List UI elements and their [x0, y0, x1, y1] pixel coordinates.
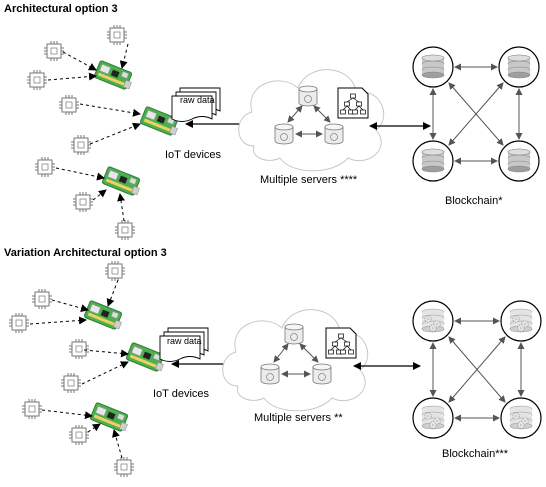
option1-sensor-link-7: [92, 189, 107, 201]
option1-sensor-chip-8-icon: [115, 220, 135, 240]
option1-iot-label: IoT devices: [165, 149, 222, 161]
option2-sensor-chip-5-icon: [69, 339, 89, 359]
option2-sensor-chip-2-icon: [32, 289, 52, 309]
option2-server-1-database-icon: [284, 323, 304, 345]
option2-server-link-2: [299, 343, 319, 363]
option2-blockchain-node-3-icon: [412, 397, 454, 439]
option1-sensor-link-3: [62, 51, 97, 71]
option1-chain-link-diag-2: [448, 82, 504, 146]
option2-server-3-database-icon: [312, 363, 332, 385]
option2-doc-label: raw data: [167, 336, 202, 346]
option1-server-3-database-icon: [324, 123, 344, 145]
option2-sensor-chip-7-icon: [69, 425, 89, 445]
option2-network-hierarchy-icon: [325, 327, 357, 359]
option2-sensor-chip-1-icon: [105, 261, 125, 281]
option2-server-link-1: [273, 343, 289, 363]
option1-sensor-chip-7-icon: [73, 192, 93, 212]
option2-iot-board-3-icon: [89, 402, 129, 432]
option1-sensor-chip-3-icon: [44, 41, 64, 61]
option2-sensor-link-7: [87, 423, 101, 433]
option1-server-1-database-icon: [298, 85, 318, 107]
option1-sensor-chip-4-icon: [59, 95, 79, 115]
option2-sensor-link-8: [112, 429, 123, 459]
option2-blockchain-node-2-icon: [500, 300, 542, 342]
option1-sensor-chip-1-icon: [107, 25, 127, 45]
option1-server-2-database-icon: [274, 123, 294, 145]
option1-blockchain-node-3-icon: [412, 140, 454, 182]
option2-iot-board-2-icon: [125, 342, 165, 372]
option1-sensor-chip-5-icon: [71, 135, 91, 155]
option2-sensor-chip-3-icon: [9, 313, 29, 333]
option2-chain-link-diag-2: [448, 336, 506, 403]
option2-sensor-chip-4-icon: [61, 373, 81, 393]
option2-sensor-link-6: [41, 409, 93, 420]
option1-iot-board-2-icon: [139, 106, 179, 136]
option2-sensor-link-4: [83, 349, 129, 358]
option1-sensor-link-5: [89, 122, 141, 145]
option1-sensor-link-8: [117, 193, 125, 222]
option1-server-cloud: [238, 69, 385, 172]
option2-iot-label: IoT devices: [153, 388, 210, 400]
option2-sensor-chip-6-icon: [22, 399, 42, 419]
option1-raw-data-document-icon: [171, 87, 221, 122]
option2-iot-board-1-icon: [83, 300, 123, 330]
option2-blockchain-node-4-icon: [500, 397, 542, 439]
option1-sensor-link-1: [119, 43, 129, 69]
option2-blockchain-label: Blockchain***: [442, 448, 509, 460]
option1-server-link-2: [313, 105, 331, 123]
option2-sensor-link-3: [29, 316, 87, 325]
option2-raw-data-document-icon: [159, 327, 209, 362]
option2-blockchain-node-1-icon: [412, 300, 454, 342]
option1-title: Architectural option 3: [4, 3, 118, 15]
option1-sensor-link-6: [55, 167, 105, 181]
option2-title: Variation Architectural option 3: [4, 247, 167, 259]
option1-blockchain-node-1-icon: [412, 46, 454, 88]
option2-sensor-link-1: [106, 279, 119, 307]
option1-blockchain-node-4-icon: [498, 140, 540, 182]
option1-iot-board-1-icon: [93, 60, 133, 90]
option1-blockchain-node-2-icon: [498, 46, 540, 88]
option1-servers-label: Multiple servers ****: [260, 174, 358, 186]
option2-sensor-link-2: [51, 299, 89, 312]
option2-server-2-database-icon: [260, 363, 280, 385]
option1-server-link-1: [287, 105, 303, 123]
option1-sensor-link-4: [79, 103, 141, 117]
option2-sensor-link-5: [81, 361, 129, 385]
option1-iot-board-3-icon: [101, 166, 141, 196]
option1-doc-label: raw data: [180, 95, 215, 105]
option2-sensor-chip-8-icon: [114, 457, 134, 477]
option1-network-hierarchy-icon: [337, 87, 369, 119]
option1-sensor-chip-2-icon: [27, 70, 47, 90]
option2-servers-label: Multiple servers **: [254, 412, 343, 424]
option1-sensor-link-2: [47, 72, 97, 81]
option1-sensor-chip-6-icon: [35, 157, 55, 177]
option1-blockchain-label: Blockchain*: [445, 195, 503, 207]
